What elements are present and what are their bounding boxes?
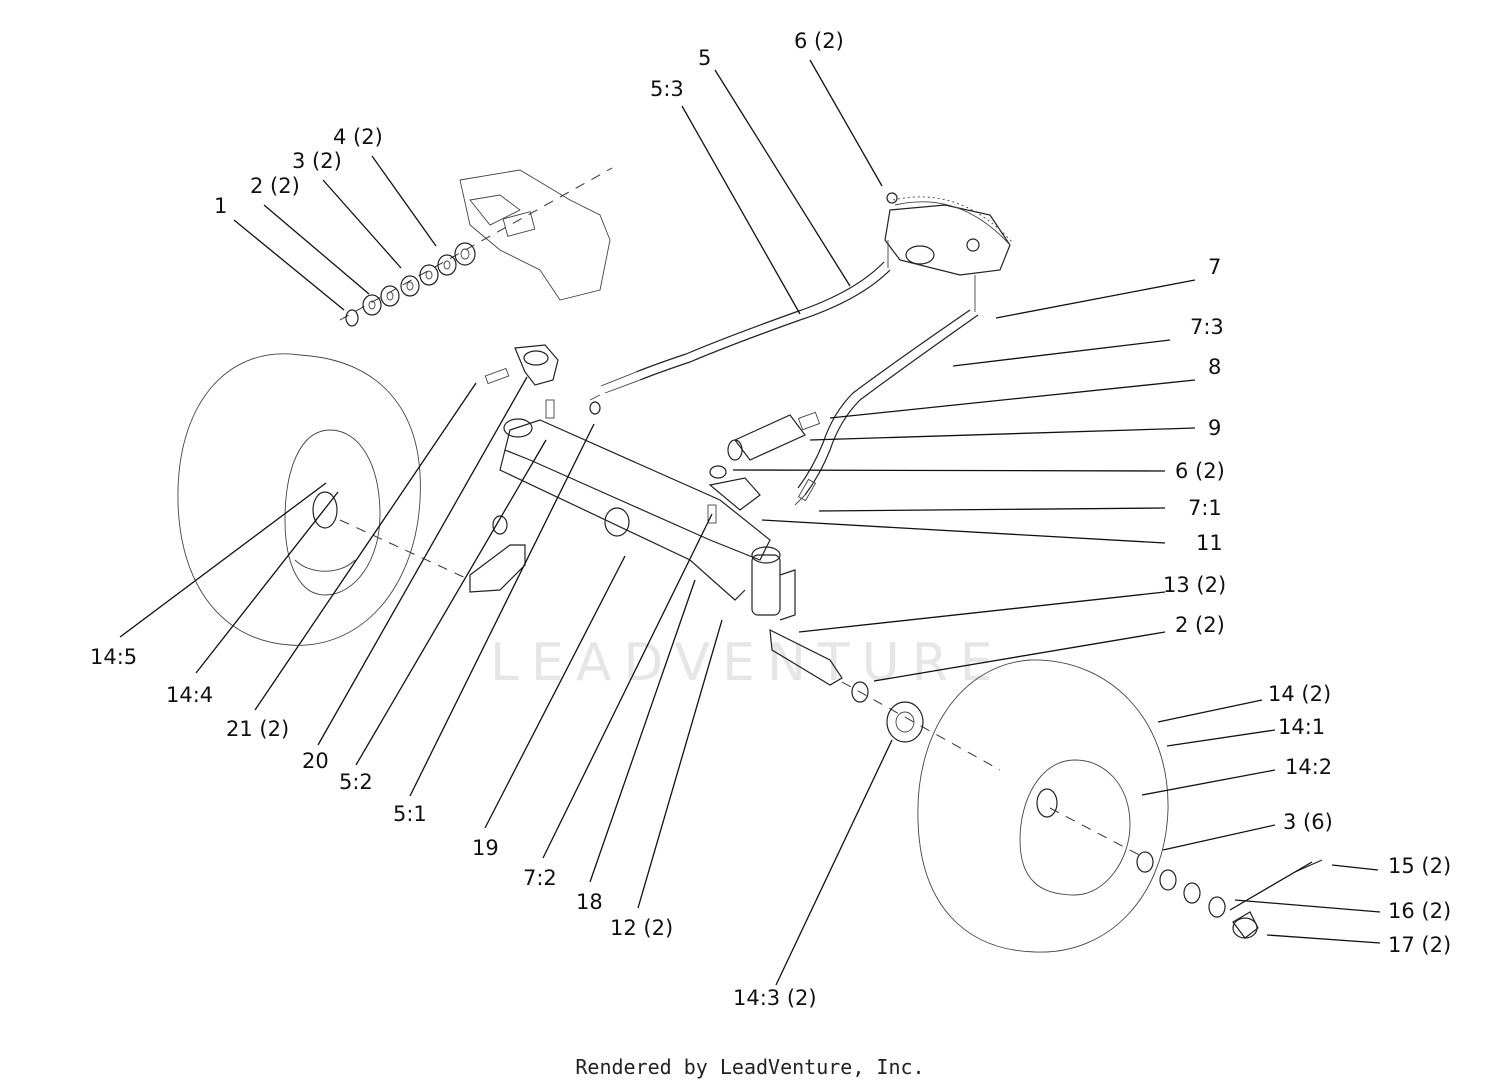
- leader-6b: [732, 469, 1166, 472]
- label-14-2: 14:2: [1285, 755, 1332, 779]
- label-14-1: 14:1: [1278, 715, 1325, 739]
- leader-7: [995, 279, 1196, 319]
- label-11: 11: [1196, 531, 1223, 555]
- label-21-qty2: 21 (2): [226, 717, 289, 741]
- front-axle: [339, 418, 771, 601]
- small-hardware: [545, 399, 817, 524]
- steering-sector: [884, 192, 1013, 312]
- label-7-2: 7:2: [523, 866, 557, 890]
- label-7-1: 7:1: [1188, 496, 1222, 520]
- leader-14-3: [775, 739, 893, 986]
- label-19: 19: [472, 836, 499, 860]
- wheel-bearing: [851, 681, 924, 743]
- label-16-qty2: 16 (2): [1388, 899, 1451, 923]
- label-9: 9: [1208, 416, 1221, 440]
- leader-5: [714, 69, 851, 287]
- label-12-qty2: 12 (2): [610, 916, 673, 940]
- label-17-qty2: 17 (2): [1388, 933, 1451, 957]
- label-15-qty2: 15 (2): [1388, 854, 1451, 878]
- leader-16: [1234, 899, 1381, 913]
- washer-stack-right: [1136, 851, 1323, 939]
- label-18: 18: [576, 890, 603, 914]
- drag-link: [589, 261, 891, 401]
- label-14-5: 14:5: [90, 645, 137, 669]
- leader-12: [637, 619, 723, 909]
- leader-4: [371, 155, 437, 247]
- leader-6a: [809, 59, 883, 187]
- leader-3: [322, 179, 402, 269]
- label-7-3: 7:3: [1190, 315, 1224, 339]
- leader-11: [761, 519, 1166, 544]
- leader-7-1: [818, 507, 1166, 512]
- label-3-qty6: 3 (6): [1283, 810, 1333, 834]
- leader-8: [829, 379, 1196, 419]
- washer-stack-top: [345, 242, 476, 327]
- label-14-4: 14:4: [166, 683, 213, 707]
- label-20: 20: [302, 749, 329, 773]
- leader-5-3: [681, 105, 801, 315]
- leader-19: [484, 555, 626, 829]
- leader-9: [809, 427, 1196, 441]
- leader-17: [1266, 934, 1381, 944]
- leader-2: [263, 204, 370, 295]
- part-labels: 1 2 (2) 3 (2) 4 (2) 5 5:3 6 (2) 7 7:3 8 …: [90, 29, 1451, 1010]
- leader-5-2: [355, 439, 547, 766]
- leader-lines: [119, 59, 1381, 986]
- label-6-qty2-mid: 6 (2): [1175, 459, 1225, 483]
- label-6-qty2-top: 6 (2): [794, 29, 844, 53]
- leader-16b: [1229, 861, 1313, 911]
- spindle-sleeve: [727, 411, 821, 461]
- right-wheel: [917, 659, 1169, 953]
- credit-line: Rendered by LeadVenture, Inc.: [575, 1055, 925, 1079]
- label-5-3: 5:3: [650, 77, 684, 101]
- label-14-qty2: 14 (2): [1268, 682, 1331, 706]
- right-spindle: [708, 465, 1001, 771]
- left-spindle-arm: [469, 344, 559, 593]
- leader-13: [798, 591, 1166, 633]
- leader-15: [1331, 864, 1379, 871]
- label-13-qty2: 13 (2): [1163, 573, 1226, 597]
- label-14-3-qty2: 14:3 (2): [733, 986, 817, 1010]
- leader-1: [233, 219, 345, 311]
- leader-20: [317, 376, 528, 746]
- exploded-view-drawing: [177, 167, 1323, 953]
- tie-rod: [794, 309, 979, 506]
- label-7: 7: [1208, 255, 1221, 279]
- leader-2b: [873, 631, 1166, 682]
- frame-bracket: [339, 167, 613, 321]
- leader-14-2: [1141, 769, 1276, 796]
- label-8: 8: [1208, 355, 1221, 379]
- leader-7-3: [952, 339, 1171, 367]
- leader-14-5: [119, 482, 327, 638]
- label-3-qty2: 3 (2): [292, 149, 342, 173]
- label-1: 1: [214, 194, 227, 218]
- label-5-2: 5:2: [339, 770, 373, 794]
- label-5-1: 5:1: [393, 802, 427, 826]
- leader-21: [254, 382, 477, 711]
- watermark: LEADVENTURE: [490, 633, 1005, 693]
- leader-14-4: [195, 491, 339, 674]
- label-5: 5: [698, 46, 711, 70]
- leader-5-1: [409, 423, 595, 797]
- label-4-qty2: 4 (2): [333, 125, 383, 149]
- label-2-qty2-right: 2 (2): [1175, 613, 1225, 637]
- left-wheel: [177, 353, 421, 646]
- leader-18: [589, 579, 696, 883]
- leader-3b: [1162, 824, 1276, 851]
- label-2-qty2: 2 (2): [250, 174, 300, 198]
- leader-14-1: [1166, 729, 1276, 747]
- leader-14: [1157, 699, 1263, 723]
- leader-7-2: [542, 513, 713, 859]
